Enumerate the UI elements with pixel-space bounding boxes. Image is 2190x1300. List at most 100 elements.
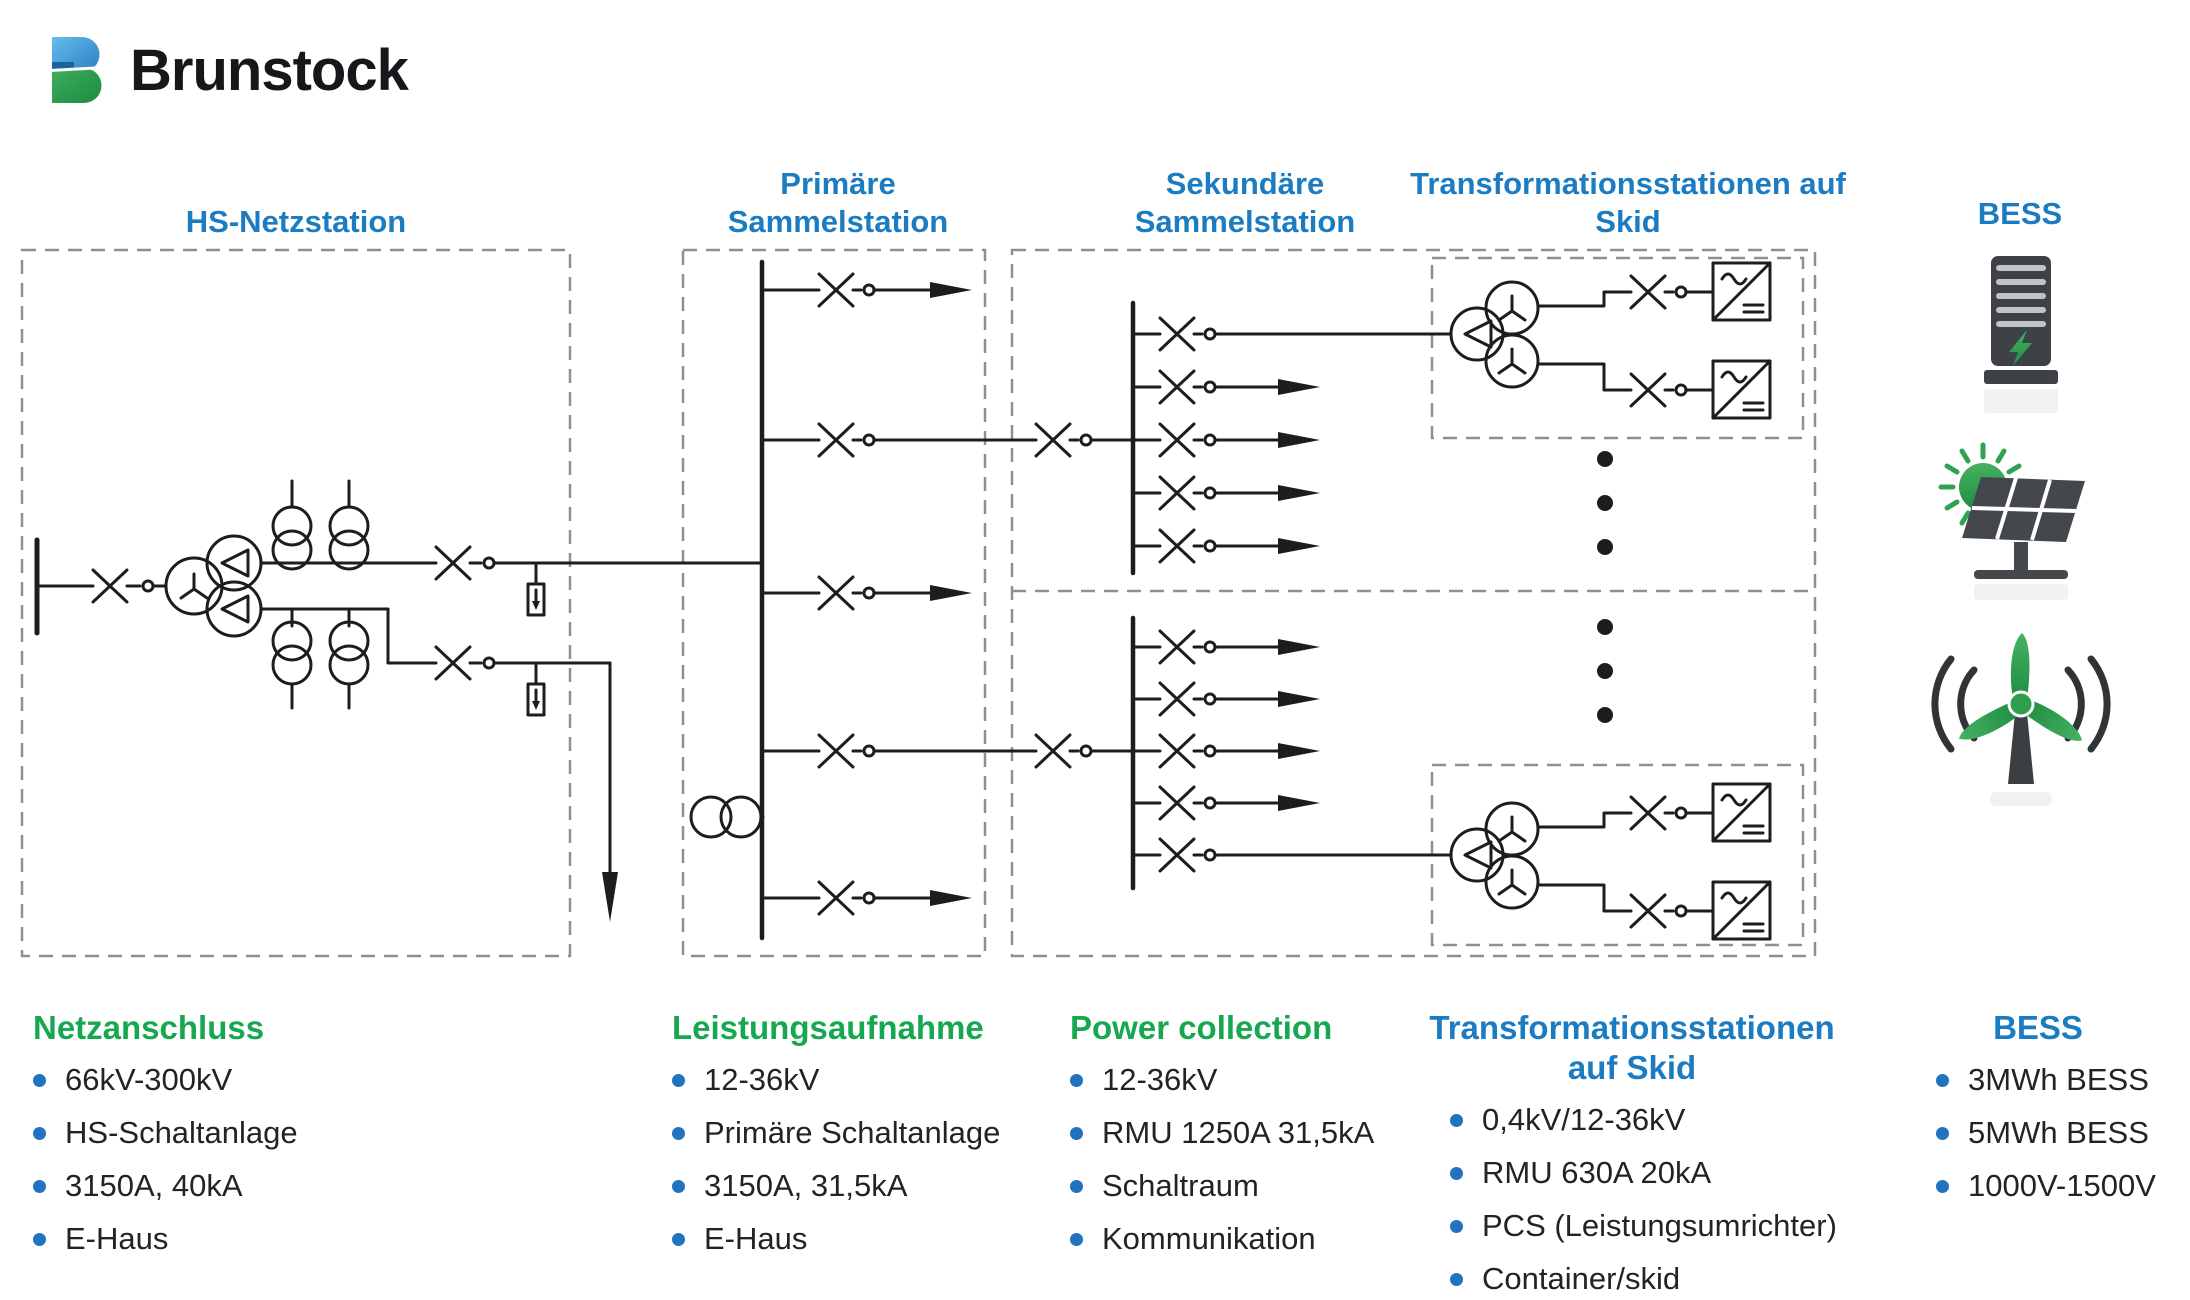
list-item: 66kV-300kV bbox=[33, 1062, 653, 1098]
switch-icon bbox=[434, 645, 472, 681]
wind-arc bbox=[2087, 655, 2111, 753]
secondary-feeder bbox=[1131, 629, 1320, 665]
secondary-feeder bbox=[1131, 785, 1320, 821]
bullet-icon bbox=[33, 1073, 46, 1087]
secondary-feeder bbox=[1131, 316, 1453, 352]
bullet-icon bbox=[1450, 1166, 1463, 1180]
list-item: PCS (Leistungsumrichter) bbox=[1450, 1208, 1852, 1244]
bullet-icon bbox=[1450, 1113, 1463, 1127]
skid-station-top bbox=[1449, 261, 1772, 420]
instrument-transformer-icon bbox=[328, 505, 370, 571]
legend-title: Transformationsstationen auf Skid bbox=[1429, 1009, 1835, 1086]
list-item: HS-Schaltanlage bbox=[33, 1115, 653, 1151]
bullet-icon bbox=[33, 1126, 46, 1140]
legend-list: 12-36kV Primäre Schaltanlage 3150A, 31,5… bbox=[672, 1062, 1052, 1257]
secondary-feeder bbox=[1131, 422, 1320, 458]
primary-busbar-group bbox=[689, 259, 1038, 941]
header-primaere-sammelstation: Primäre Sammelstation bbox=[727, 166, 949, 239]
hs-netzstation-schematic bbox=[34, 479, 764, 922]
list-item: 3150A, 40kA bbox=[33, 1168, 653, 1204]
bullet-icon bbox=[1936, 1126, 1949, 1140]
instrument-transformer-icon bbox=[271, 620, 313, 686]
lightning-bolt-icon bbox=[2009, 330, 2032, 366]
legend-title: Power collection bbox=[1070, 1009, 1333, 1046]
header-bess: BESS bbox=[1977, 196, 2063, 231]
primary-feeder-5 bbox=[760, 880, 972, 916]
bullet-icon bbox=[1450, 1219, 1463, 1233]
secondary-feeder bbox=[1131, 475, 1320, 511]
primary-feeder-2 bbox=[760, 422, 1038, 458]
list-item-text: 5MWh BESS bbox=[1968, 1115, 2149, 1150]
surge-arrester-icon bbox=[526, 561, 546, 617]
three-winding-transformer-icon bbox=[1449, 280, 1540, 389]
pcs-inverter-icon bbox=[1711, 782, 1772, 843]
bullet-icon bbox=[672, 1179, 685, 1193]
three-winding-transformer-icon bbox=[1449, 801, 1540, 910]
three-winding-transformer-icon bbox=[164, 534, 263, 638]
dashed-section-boxes bbox=[20, 248, 1817, 958]
secondary-busbar-group-top bbox=[1034, 300, 1453, 576]
solar-panel-icon bbox=[1938, 442, 2085, 600]
switch-icon bbox=[91, 568, 129, 604]
pcs-inverter-icon bbox=[1711, 261, 1772, 322]
header-sekundaere-sammelstation: Sekundäre Sammelstation bbox=[1134, 166, 1356, 239]
list-item: 12-36kV bbox=[1070, 1062, 1400, 1098]
wind-arc bbox=[1931, 655, 1955, 753]
primary-feeder-1 bbox=[760, 272, 972, 308]
legend-power-collection: Power collection 12-36kV RMU 1250A 31,5k… bbox=[1070, 1008, 1400, 1274]
logo-wordmark: Brunstock bbox=[130, 37, 409, 103]
list-item-text: RMU 630A 20kA bbox=[1482, 1155, 1712, 1190]
primary-feeder-4 bbox=[760, 733, 1038, 769]
battery-cabinet-icon bbox=[1984, 256, 2058, 413]
header-hs-netzstation: HS-Netzstation bbox=[185, 204, 407, 239]
bullet-icon bbox=[33, 1232, 46, 1246]
secondary-busbar-group-bottom bbox=[1034, 615, 1453, 891]
list-item-text: Primäre Schaltanlage bbox=[704, 1115, 1001, 1150]
list-item-text: PCS (Leistungsumrichter) bbox=[1482, 1208, 1837, 1243]
secondary-feeder bbox=[1131, 369, 1320, 405]
list-item-text: 66kV-300kV bbox=[65, 1062, 233, 1097]
legend-leistungsaufnahme: Leistungsaufnahme 12-36kV Primäre Schalt… bbox=[672, 1008, 1052, 1274]
list-item: E-Haus bbox=[672, 1221, 1052, 1257]
list-item-text: 3MWh BESS bbox=[1968, 1062, 2149, 1097]
wind-turbine-icon bbox=[1931, 633, 2111, 806]
legend-list: 12-36kV RMU 1250A 31,5kA Schaltraum Komm… bbox=[1070, 1062, 1400, 1257]
primary-feeder-3 bbox=[760, 575, 972, 611]
list-item: RMU 630A 20kA bbox=[1450, 1155, 1852, 1191]
list-item: Primäre Schaltanlage bbox=[672, 1115, 1052, 1151]
skid-station-bottom bbox=[1449, 782, 1772, 941]
bullet-icon bbox=[33, 1179, 46, 1193]
list-item: 12-36kV bbox=[672, 1062, 1052, 1098]
legend-list: 3MWh BESS 5MWh BESS 1000V-1500V bbox=[1898, 1062, 2178, 1204]
list-item-text: HS-Schaltanlage bbox=[65, 1115, 298, 1150]
list-item-text: 3150A, 40kA bbox=[65, 1168, 243, 1203]
legend-bess: BESS 3MWh BESS 5MWh BESS 1000V-1500V bbox=[1898, 1008, 2178, 1221]
header-transformationsstationen: Transformationsstationen auf Skid bbox=[1410, 166, 1846, 239]
pcs-inverter-icon bbox=[1711, 359, 1772, 420]
list-item-text: E-Haus bbox=[704, 1221, 808, 1256]
bullet-icon bbox=[1450, 1272, 1463, 1286]
surge-arrester-icon bbox=[526, 661, 546, 717]
list-item-text: RMU 1250A 31,5kA bbox=[1102, 1115, 1375, 1150]
legend-list: 0,4kV/12-36kV RMU 630A 20kA PCS (Leistun… bbox=[1412, 1102, 1852, 1297]
bullet-icon bbox=[1936, 1179, 1949, 1193]
list-item-text: 3150A, 31,5kA bbox=[704, 1168, 908, 1203]
legend-list: 66kV-300kV HS-Schaltanlage 3150A, 40kA E… bbox=[33, 1062, 653, 1257]
bullet-icon bbox=[672, 1126, 685, 1140]
list-item-text: 1000V-1500V bbox=[1968, 1168, 2156, 1203]
more-skids-ellipsis bbox=[1597, 451, 1613, 723]
list-item-text: 12-36kV bbox=[704, 1062, 820, 1097]
legend-title: Netzanschluss bbox=[33, 1009, 265, 1046]
list-item-text: 0,4kV/12-36kV bbox=[1482, 1102, 1686, 1137]
bullet-icon bbox=[1936, 1073, 1949, 1087]
instrument-transformer-icon bbox=[271, 505, 313, 571]
list-item-text: Schaltraum bbox=[1102, 1168, 1259, 1203]
list-item: Kommunikation bbox=[1070, 1221, 1400, 1257]
bullet-icon bbox=[1070, 1179, 1083, 1193]
list-item: 5MWh BESS bbox=[1936, 1115, 2178, 1151]
list-item: 3MWh BESS bbox=[1936, 1062, 2178, 1098]
feeder-arrow-down bbox=[602, 872, 618, 922]
list-item: Container/skid bbox=[1450, 1261, 1852, 1297]
